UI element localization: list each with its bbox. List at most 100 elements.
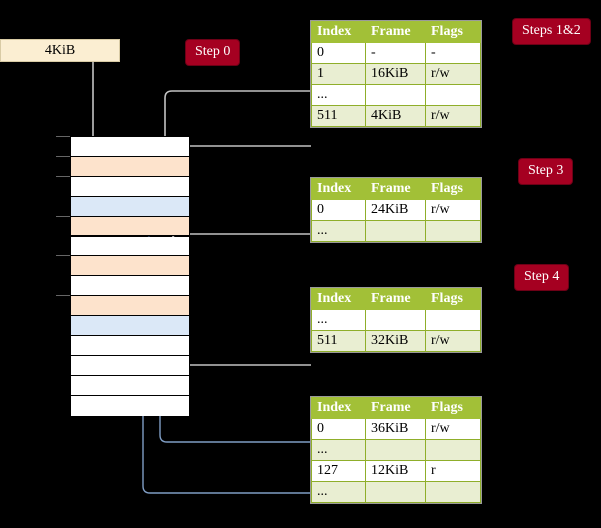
badge-step-3: Step 3 [519,159,573,184]
table-cell-flags: r/w [425,199,481,221]
table-cell-frame [365,309,426,331]
source-frame-label: 4KiB [44,42,76,58]
table-cell-index: 0 [311,42,366,64]
column-header-frame: Frame [365,288,426,310]
table-cell-frame: 32KiB [365,330,426,352]
table-row: 0-- [311,42,481,64]
memory-frame-row [71,196,189,217]
memory-frame-tick [56,175,70,177]
memory-frame-tick [56,295,70,297]
table-row: ... [311,439,481,461]
badge-step-0: Step 0 [186,40,240,65]
table-cell-index: ... [311,439,366,461]
table-row: ... [311,481,481,503]
table-cell-index: ... [311,309,366,331]
table-cell-flags [425,220,481,242]
column-header-frame: Frame [365,21,426,43]
table-cell-flags: r/w [425,418,481,440]
badge-step-0-label: Step 0 [195,44,231,59]
table-cell-flags: r [425,460,481,482]
memory-frame-row [71,256,189,277]
wire-step3-l3-24kib-to-frame [171,233,311,270]
column-header-flags: Flags [425,178,481,200]
memory-frame-row [71,375,189,396]
table-cell-flags [425,84,481,106]
table-cell-frame: 16KiB [365,63,426,85]
memory-frame-row [71,236,189,257]
column-header-flags: Flags [425,21,481,43]
column-header-frame: Frame [365,178,426,200]
badge-step-3-label: Step 3 [528,163,564,178]
table-cell-frame [365,220,426,242]
table-cell-frame [365,84,426,106]
column-header-index: Index [311,21,366,43]
memory-frame-row [71,216,189,237]
column-header-index: Index [311,288,366,310]
memory-frame-row [71,156,189,177]
badge-step-4-label: Step 4 [524,269,560,284]
column-header-flags: Flags [425,288,481,310]
table-cell-frame: 36KiB [365,418,426,440]
table-cell-index: 511 [311,105,366,127]
table-cell-frame [365,439,426,461]
table-cell-index: ... [311,220,366,242]
memory-frame-tick [56,255,70,257]
memory-frame-row [71,137,189,157]
badge-steps-1-2: Steps 1&2 [513,19,590,44]
memory-frame-tick [56,215,70,217]
table-row: ... [311,309,481,331]
table-cell-index: 127 [311,460,366,482]
table-cell-flags: r/w [425,105,481,127]
table-cell-flags [425,439,481,461]
source-frame-box: 4KiB [0,39,120,62]
memory-frame-row [71,176,189,197]
table-cell-frame [365,481,426,503]
memory-frame-row [71,276,189,297]
memory-frame-tick [56,136,70,137]
table-cell-index: ... [311,84,366,106]
memory-frame-row [71,336,189,356]
badge-step-4: Step 4 [515,265,569,290]
table-cell-index: 1 [311,63,366,85]
table-cell-index: 511 [311,330,366,352]
table-row: ... [311,220,481,242]
table-cell-flags: r/w [425,330,481,352]
table-cell-index: ... [311,481,366,503]
badge-steps-1-2-label: Steps 1&2 [522,23,581,38]
table-cell-flags: r/w [425,63,481,85]
table-cell-index: 0 [311,199,366,221]
memory-frame-row [71,395,189,416]
column-header-index: Index [311,397,366,419]
memory-column-frame [70,136,190,416]
column-header-index: Index [311,178,366,200]
table-cell-index: 0 [311,418,366,440]
table-cell-frame: 24KiB [365,199,426,221]
table-cell-flags: - [425,42,481,64]
memory-frame-row [71,316,189,336]
table-cell-flags [425,481,481,503]
table-cell-flags [425,309,481,331]
memory-frame-tick [56,155,70,157]
table-cell-frame: 12KiB [365,460,426,482]
table-cell-frame: 4KiB [365,105,426,127]
memory-frame-row [71,355,189,376]
table-row: ... [311,84,481,106]
column-header-frame: Frame [365,397,426,419]
memory-frame-row [71,296,189,317]
table-cell-frame: - [365,42,426,64]
